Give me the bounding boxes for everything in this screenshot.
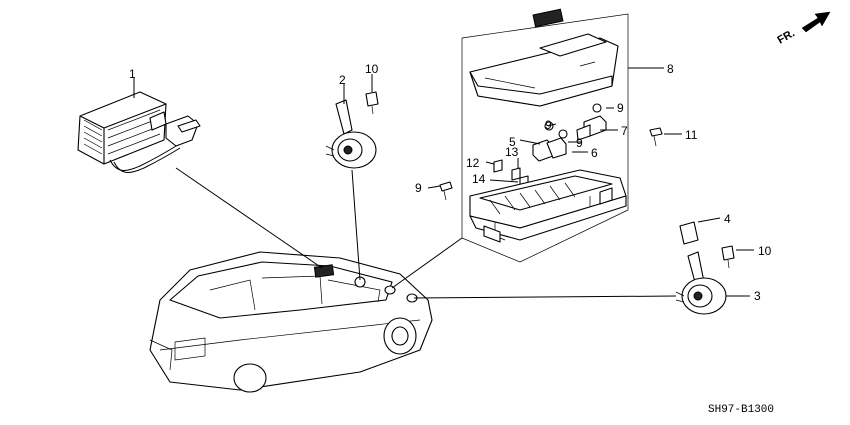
- callout-2: 2: [339, 73, 346, 87]
- bracket-4: [679, 221, 699, 245]
- bolt-10-lower: [721, 245, 735, 269]
- callout-12: 12: [466, 156, 480, 170]
- horn-2: [325, 99, 377, 169]
- callout-8: 8: [667, 62, 674, 76]
- callouts: 1 2 3 4 5 6 7 8 9 9 9 9 10 10 11 12 13 1…: [129, 62, 772, 303]
- callout-11: 11: [685, 128, 698, 142]
- callout-14: 14: [472, 172, 486, 186]
- callout-10-upper: 10: [365, 62, 379, 76]
- car: [149, 251, 433, 393]
- callout-9-right-relay: 9: [576, 136, 583, 150]
- front-direction-indicator: FR.: [776, 11, 831, 47]
- callout-3: 3: [754, 289, 761, 303]
- callout-5: 5: [509, 135, 516, 149]
- callout-9-left-relay: 9: [545, 118, 552, 132]
- callout-6: 6: [591, 146, 598, 160]
- horn-3: [675, 251, 727, 315]
- relay-parts: [493, 103, 607, 189]
- callout-13: 13: [505, 145, 519, 159]
- callout-9-base: 9: [415, 181, 422, 195]
- control-unit: [77, 91, 201, 173]
- leader-lines: [133, 67, 754, 299]
- callout-9-cover: 9: [617, 101, 624, 115]
- bolt-9-left: [439, 181, 453, 201]
- bolt-11: [649, 127, 663, 147]
- front-direction-label: FR.: [776, 27, 797, 46]
- diagram-code: SH97-B1300: [708, 404, 774, 416]
- callout-1: 1: [129, 67, 136, 81]
- callout-7: 7: [621, 124, 628, 138]
- fuse-box-base: [469, 169, 627, 243]
- callout-10-lower: 10: [758, 244, 772, 258]
- bolt-10-upper: [365, 91, 379, 115]
- fuse-box-group-outline: [461, 13, 629, 263]
- fuse-box-cover: [469, 8, 619, 107]
- callout-4: 4: [724, 212, 731, 226]
- front-arrow-icon: [801, 11, 831, 33]
